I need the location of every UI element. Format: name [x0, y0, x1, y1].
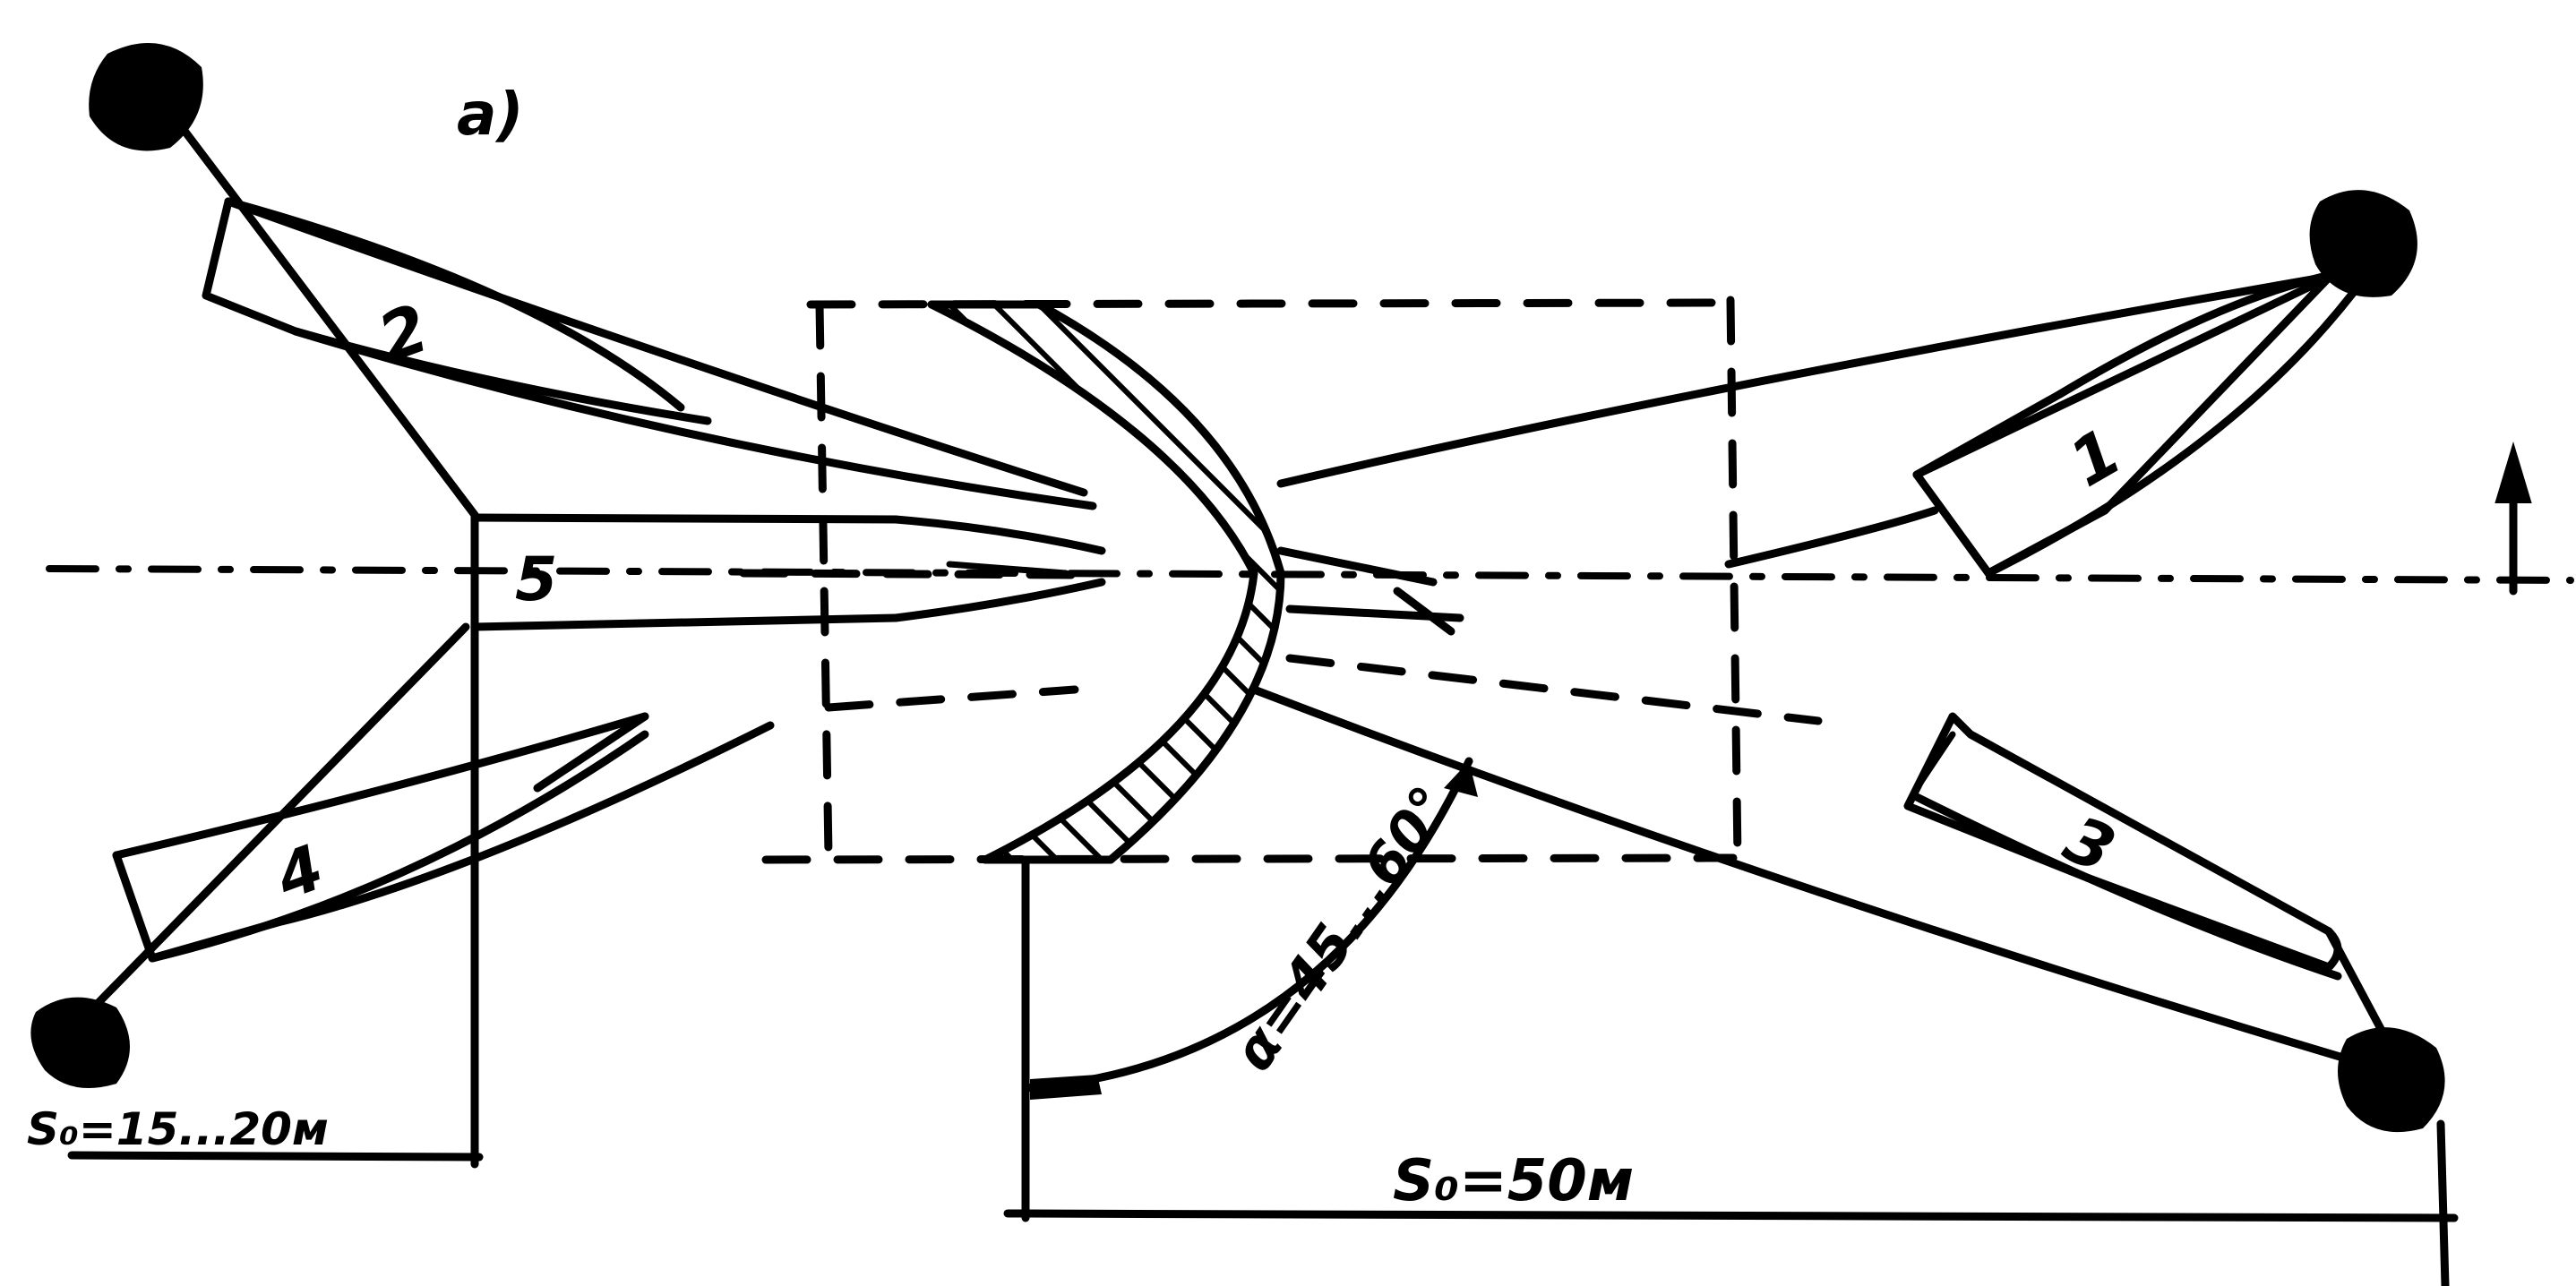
bulldozer-3-path: [1249, 685, 2405, 1079]
bulldozer-label-2: 2: [369, 289, 439, 377]
bottom-dimension: [1003, 855, 2459, 1286]
left-layout-lines: [67, 90, 484, 1169]
bulldozer-5-channel: [470, 513, 1106, 631]
dimension-bottom-label: S₀=50м: [1393, 1148, 1634, 1214]
bulldozer-label-3: 3: [2054, 801, 2126, 887]
anchor-point-top-left: [89, 43, 203, 151]
angle-label: α=45...60°: [1220, 775, 1463, 1083]
bulldozer-label-5: 5: [515, 544, 557, 615]
bulldozer-2-path: [202, 197, 1097, 510]
angle-arc: [1021, 757, 1478, 1100]
right-convergence-lines: [1276, 546, 1464, 636]
panel-label: a): [457, 80, 524, 149]
anchor-point-bottom-left: [30, 997, 130, 1088]
dimension-left-label: S₀=15...20м: [27, 1103, 329, 1155]
axis-line: [46, 565, 2574, 584]
anchor-point-bottom-right: [2338, 1027, 2445, 1133]
bulldozer-1-path: [1276, 264, 2378, 578]
bulldozer-label-4: 4: [266, 830, 333, 914]
direction-arrow-icon: [2494, 442, 2532, 596]
bulldozer-4-path: [112, 712, 775, 963]
